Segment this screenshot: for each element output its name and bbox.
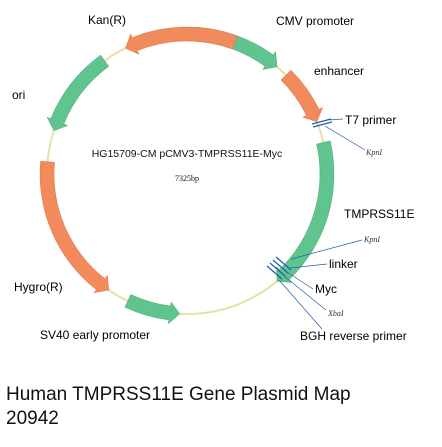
label-bgh: BGH reverse primer [300,329,407,343]
label-ori: ori [12,88,25,102]
label-hygro: Hygro(R) [14,280,63,294]
feature-kan [125,26,238,55]
linker-tick [275,256,292,271]
label-t7: T7 primer [345,113,396,127]
label-kpn1: KpnI [365,148,382,157]
bgh-leader [278,279,323,330]
label-enhancer: enhancer [314,64,364,78]
marker-ticks [266,118,333,280]
figure-caption: Human TMPRSS11E Gene Plasmid Map 20942 [6,383,442,431]
label-cmv: CMV promoter [276,14,354,28]
feature-tmprss [276,140,335,283]
plasmid-map: Kan(R) CMV promoter enhancer ori T7 prim… [12,13,414,343]
label-tmprss: TMPRSS11E [344,207,414,221]
label-kan: Kan(R) [88,13,126,27]
feature-ori [46,54,110,132]
linker-tick-2 [272,259,289,274]
label-sv40: SV40 early promoter [40,328,150,342]
xba-leader [283,275,327,311]
feature-sv40 [124,294,181,325]
kpn1-leader [324,125,366,151]
caption-line-2: 20942 [6,408,59,429]
myc-leader [286,271,314,290]
t7-tick [311,118,332,125]
caption-line-1: Human TMPRSS11E Gene Plasmid Map [6,384,351,405]
kpn2-leader [290,239,363,260]
leader-lines [278,118,366,330]
t7-tick-2 [312,121,333,128]
t7-leader [328,118,344,121]
plasmid-name: HG15709-CM pCMV3-TMPRSS11E-Myc [92,148,283,160]
label-kpn2: KpnI [363,235,380,244]
label-xba: XbaI [327,309,344,318]
bgh-tick [266,265,283,280]
plasmid-size: 7325bp [175,174,199,183]
feature-enhancer [280,69,324,122]
label-linker: linker [329,257,358,271]
myc-tick [269,262,286,277]
feature-hygro [39,160,109,294]
label-myc: Myc [315,282,337,296]
linker-leader [289,263,328,269]
